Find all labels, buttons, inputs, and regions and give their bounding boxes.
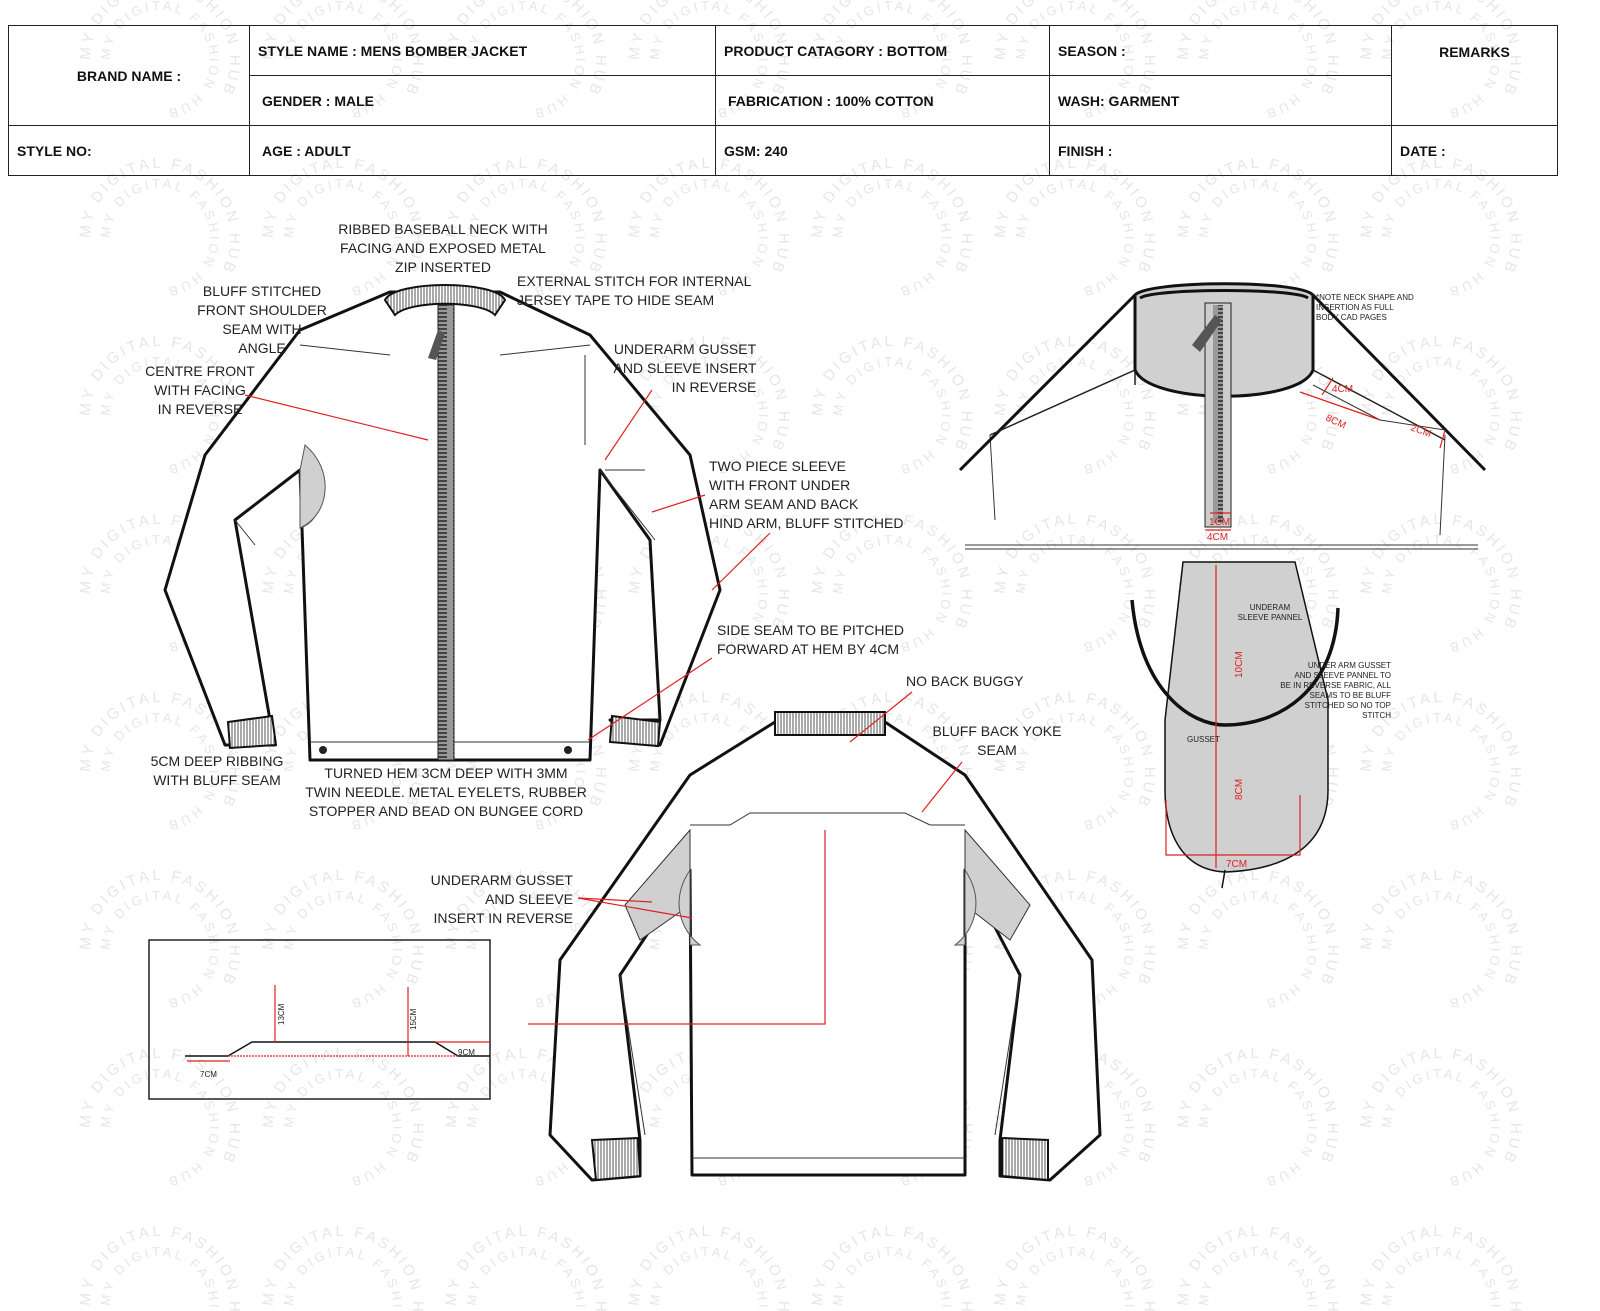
eyelet-left bbox=[319, 746, 327, 754]
note-no-back-buggy: NO BACK BUGGY bbox=[906, 673, 1024, 689]
finish-cell: FINISH : bbox=[1049, 125, 1392, 176]
zip-puller bbox=[428, 330, 445, 360]
svg-text:10CM: 10CM bbox=[1234, 651, 1245, 678]
svg-text:13CM: 13CM bbox=[277, 1003, 286, 1025]
gender-cell: GENDER : MALE bbox=[249, 75, 716, 126]
svg-text:2CM: 2CM bbox=[1409, 422, 1433, 440]
svg-text:8CM: 8CM bbox=[1234, 779, 1245, 800]
right-cuff-rib bbox=[608, 714, 662, 748]
product-category-cell: PRODUCT CATAGORY : BOTTOM bbox=[715, 25, 1050, 76]
svg-text:7CM: 7CM bbox=[200, 1070, 217, 1079]
wash-cell: WASH: GARMENT bbox=[1049, 75, 1392, 126]
back-collar-rib bbox=[774, 711, 886, 736]
brand-name-cell: BRAND NAME : bbox=[8, 25, 250, 126]
fabrication-cell: FABRICATION : 100% COTTON bbox=[715, 75, 1050, 126]
front-collar-rib bbox=[383, 284, 507, 317]
back-leader-lines bbox=[528, 691, 963, 1025]
left-cuff-rib bbox=[226, 714, 278, 750]
date-cell: DATE : bbox=[1391, 125, 1558, 176]
age-cell: AGE : ADULT bbox=[249, 125, 716, 176]
style-no-cell: STYLE NO: bbox=[8, 125, 250, 176]
svg-text:9CM: 9CM bbox=[458, 1048, 475, 1057]
style-name-cell: STYLE NAME : MENS BOMBER JACKET bbox=[249, 25, 716, 76]
svg-text:4CM: 4CM bbox=[1207, 532, 1228, 543]
svg-text:GUSSET: GUSSET bbox=[1187, 735, 1220, 744]
svg-text:1CM: 1CM bbox=[1209, 517, 1230, 528]
svg-text:4CM: 4CM bbox=[1332, 384, 1353, 395]
spec-header-table: BRAND NAME : STYLE NAME : MENS BOMBER JA… bbox=[8, 25, 1558, 176]
front-zipper bbox=[437, 304, 455, 761]
front-leader-lines bbox=[244, 389, 771, 741]
hem-detail-box: 13CM 15CM 9CM 7CM bbox=[148, 939, 491, 1100]
eyelet-right bbox=[564, 746, 572, 754]
back-right-cuff-rib bbox=[1001, 1136, 1049, 1182]
svg-text:7CM: 7CM bbox=[1226, 859, 1247, 870]
svg-text:8CM: 8CM bbox=[1324, 413, 1348, 432]
gsm-cell: GSM: 240 bbox=[715, 125, 1050, 176]
remarks-cell: REMARKS bbox=[1391, 25, 1558, 126]
back-left-cuff-rib bbox=[590, 1136, 642, 1182]
svg-text:15CM: 15CM bbox=[409, 1008, 418, 1030]
season-cell: SEASON : bbox=[1049, 25, 1392, 76]
